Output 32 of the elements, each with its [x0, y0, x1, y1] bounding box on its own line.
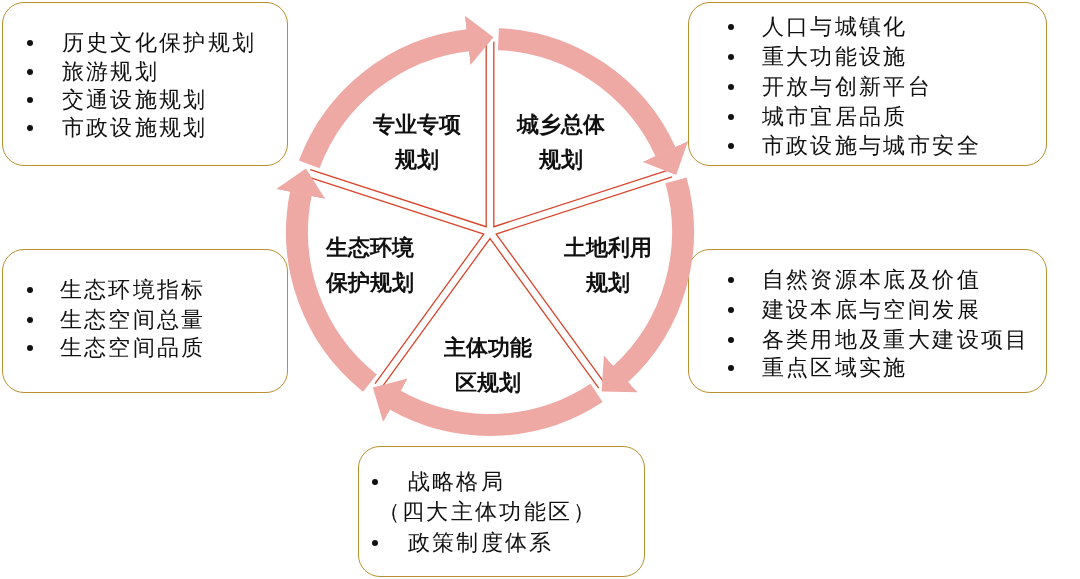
list-item: 政策制度体系 [407, 528, 554, 557]
curved-arrow [372, 377, 602, 436]
list-item: 自然资源本底及价值 [761, 265, 982, 294]
list-item: 重点区域实施 [761, 353, 908, 382]
sector-label: 主体功能区规划 [443, 334, 533, 397]
sector-label: 生态环境保护规划 [324, 234, 415, 297]
sector-label: 城乡总体规划 [515, 111, 606, 174]
list-item: 市政设施规划 [61, 113, 208, 142]
list-box [688, 249, 1047, 393]
list-item: 人口与城镇化 [761, 12, 908, 41]
list-box [2, 249, 288, 393]
list-item: 历史文化保护规划 [61, 28, 257, 57]
list-item: 各类用地及重大建设项目 [761, 325, 1030, 354]
list-item: 开放与创新平台 [761, 72, 933, 101]
list-item: 生态环境指标 [59, 275, 206, 304]
list-item: 建设本底与空间发展 [761, 295, 982, 324]
list-box [358, 446, 645, 577]
list-item: 生态空间总量 [59, 305, 206, 334]
list-item: 战略格局（四大主体功能区） [377, 467, 599, 526]
curved-arrow [276, 168, 378, 392]
sector-label: 专业专项规划 [372, 111, 462, 174]
list-item: 旅游规划 [61, 57, 160, 86]
list-item: 交通设施规划 [61, 85, 208, 114]
list-box [2, 2, 288, 166]
list-item: 市政设施与城市安全 [761, 131, 982, 160]
list-box [688, 2, 1047, 166]
list-item: 城市宜居品质 [761, 102, 908, 131]
list-item: 生态空间品质 [59, 333, 206, 362]
curved-arrow [299, 15, 494, 169]
list-item: 重大功能设施 [761, 42, 908, 71]
sector-label: 土地利用规划 [563, 234, 653, 297]
curved-arrow [497, 28, 688, 175]
